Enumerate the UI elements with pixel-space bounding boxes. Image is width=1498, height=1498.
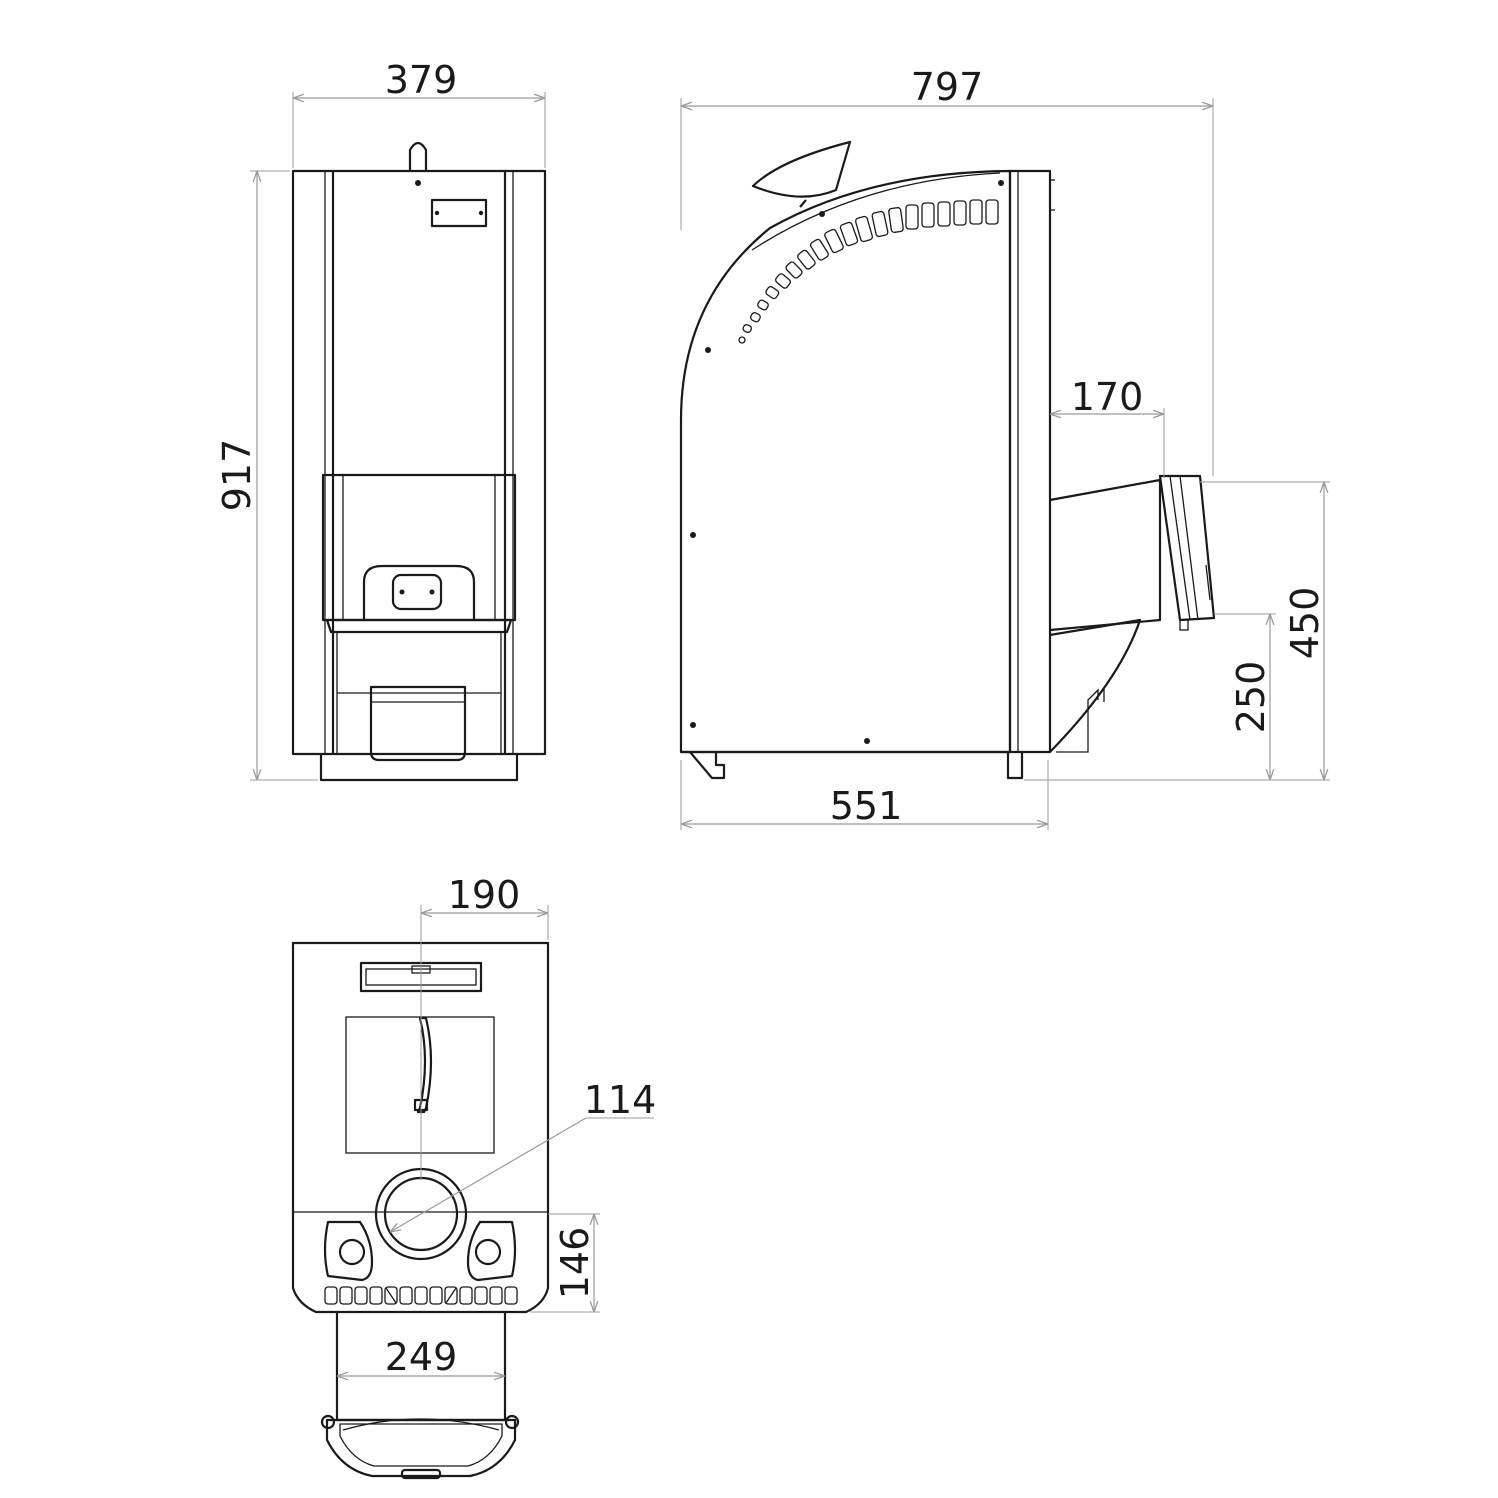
- dim-front-height: 917: [215, 170, 318, 781]
- door-handle-frame: [362, 564, 476, 620]
- left-air-intake: [323, 1220, 374, 1282]
- front-body-outline: [291, 169, 547, 756]
- top-handle-icon: [408, 141, 428, 171]
- flue-offset-label: 170: [1071, 375, 1144, 419]
- front-base: [319, 754, 519, 782]
- ash-pan-top: [325, 1418, 517, 1478]
- door-panel: [321, 473, 517, 622]
- base-width-label: 249: [385, 1335, 458, 1379]
- front-height-label: 917: [215, 439, 259, 512]
- ash-drawer: [369, 685, 467, 762]
- dim-top-depth: 146: [530, 1213, 600, 1313]
- side-body-outline: [679, 169, 1012, 754]
- nameplate: [430, 198, 488, 228]
- dim-flue-diameter: 114: [390, 1078, 656, 1232]
- side-back-column: [1008, 169, 1052, 754]
- front-view: [291, 141, 547, 782]
- flue-diameter-label: 114: [584, 1078, 657, 1122]
- dim-base-width: 249: [337, 1335, 505, 1379]
- hopper-lid-top: [345, 1016, 495, 1154]
- side-vents: [738, 199, 999, 344]
- dim-flue-heights: 250 450: [1024, 481, 1330, 781]
- top-offset-label: 190: [448, 873, 521, 917]
- lid-handle-icon: [416, 1016, 433, 1114]
- dim-top-offset: 190: [420, 873, 549, 1180]
- side-depth-label: 551: [830, 784, 903, 828]
- right-air-knob-icon: [474, 1238, 502, 1266]
- flue-bracket: [1049, 618, 1142, 753]
- flue-height-bottom-label: 250: [1229, 661, 1273, 734]
- dim-front-width: 379: [292, 58, 546, 168]
- side-width-label: 797: [911, 65, 984, 109]
- ash-pan-handle-icon: [400, 1468, 442, 1480]
- dim-flue-offset: 170: [1050, 375, 1165, 478]
- dim-side-width: 797: [680, 65, 1214, 476]
- hopper-lid: [751, 140, 852, 198]
- flue-height-top-label: 450: [1283, 587, 1327, 660]
- top-vent-row: [324, 1286, 518, 1305]
- dim-side-depth: 551: [680, 760, 1049, 830]
- front-width-label: 379: [385, 58, 458, 102]
- door-handle-icon: [391, 573, 443, 611]
- flue-connector: [1158, 474, 1216, 622]
- top-depth-label: 146: [553, 1227, 597, 1300]
- left-air-knob-icon: [338, 1238, 366, 1266]
- plan-top-plate: [291, 941, 550, 1314]
- right-air-intake: [466, 1220, 517, 1282]
- side-view: [679, 140, 1216, 780]
